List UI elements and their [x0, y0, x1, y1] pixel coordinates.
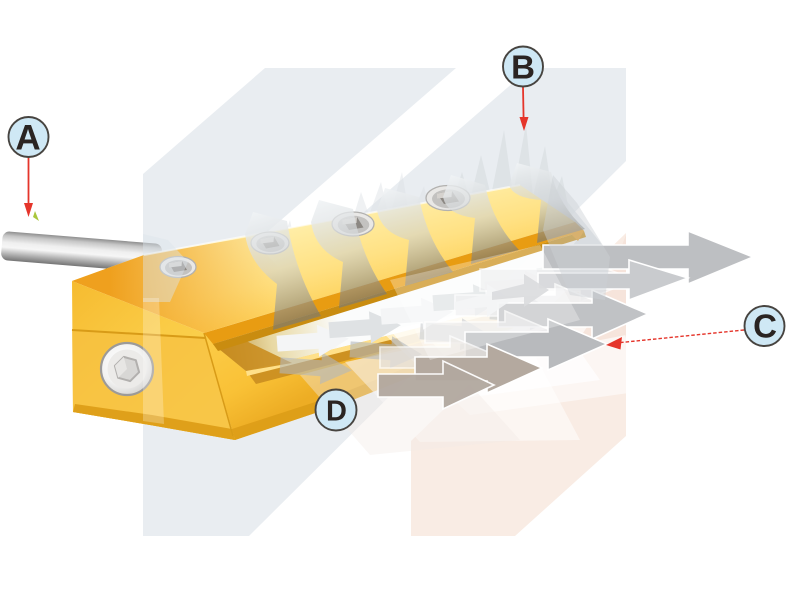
svg-text:D: D [326, 396, 347, 428]
svg-text:B: B [511, 49, 535, 86]
svg-text:A: A [15, 119, 40, 158]
svg-text:C: C [753, 308, 777, 345]
